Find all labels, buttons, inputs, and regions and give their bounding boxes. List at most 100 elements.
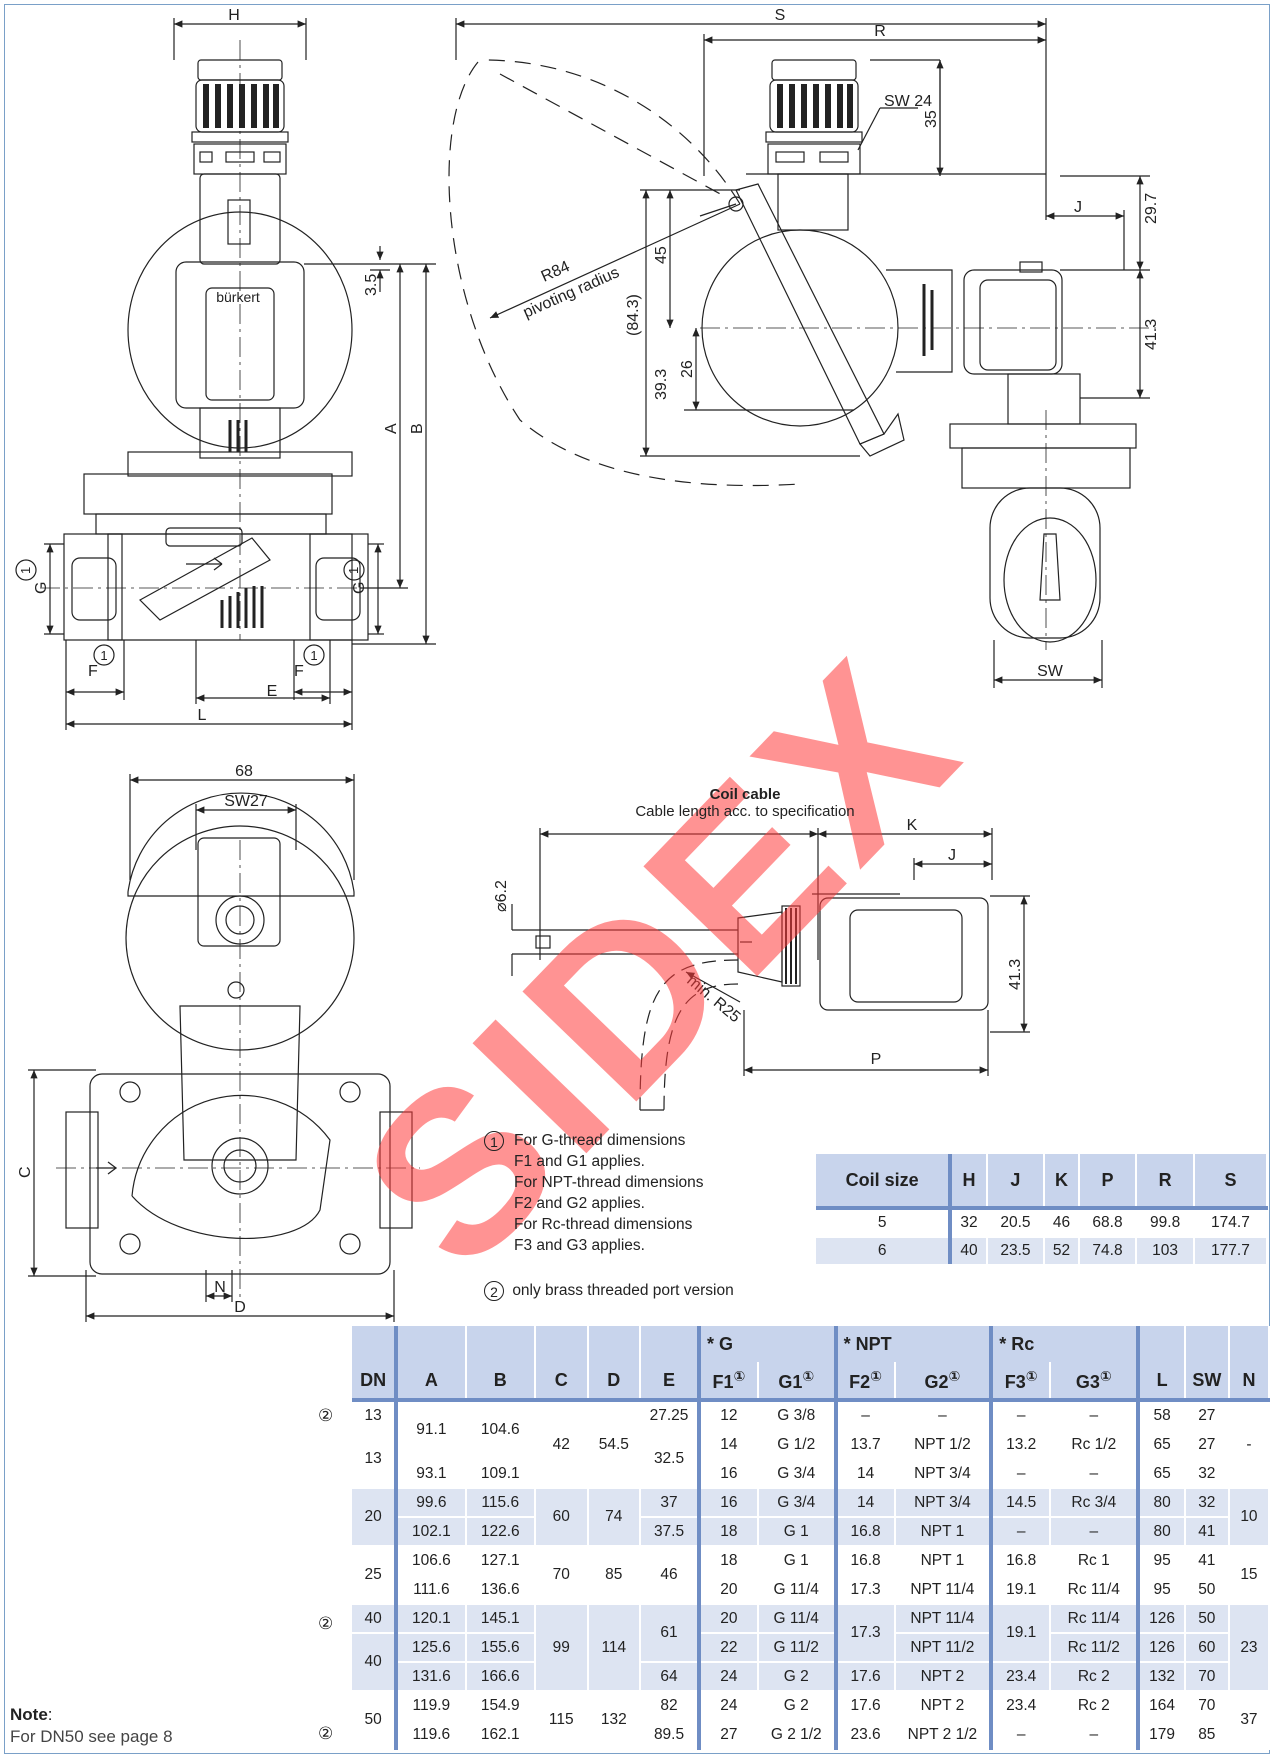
label-G-left: G bbox=[33, 582, 50, 594]
cell: 109.1 bbox=[465, 1459, 536, 1489]
cell: 119.9 bbox=[396, 1691, 467, 1721]
cell: G 11/4 bbox=[757, 1575, 838, 1605]
cell: 14 bbox=[835, 1459, 896, 1489]
cell: G 11/4 bbox=[757, 1604, 838, 1634]
cell: 74 bbox=[587, 1488, 642, 1547]
cell: 32 bbox=[1184, 1459, 1230, 1489]
footnote-1-line: F1 and G1 applies. bbox=[514, 1153, 645, 1170]
cell: 70 bbox=[1184, 1662, 1230, 1692]
cell: – bbox=[1050, 1720, 1141, 1750]
cell: 179 bbox=[1138, 1720, 1186, 1750]
col-header-text: F3 bbox=[1004, 1371, 1026, 1392]
cell: 85 bbox=[1184, 1720, 1230, 1750]
cell: 106.6 bbox=[396, 1546, 467, 1576]
group-header-npt: * NPT bbox=[835, 1326, 994, 1362]
cell: 14 bbox=[835, 1488, 896, 1518]
cell: NPT 1 bbox=[894, 1517, 994, 1547]
cell: 14 bbox=[698, 1430, 759, 1460]
marker-1-G-left: 1 bbox=[18, 567, 33, 574]
coil-header: P bbox=[1078, 1154, 1138, 1208]
cell: – bbox=[835, 1400, 896, 1431]
coil-cable-title: Coil cable bbox=[709, 786, 781, 803]
cell: 41 bbox=[1184, 1517, 1230, 1547]
cell: 52 bbox=[1044, 1236, 1080, 1264]
col-header: G2① bbox=[894, 1362, 994, 1402]
col-header: N bbox=[1228, 1362, 1271, 1402]
label-dia-6-2: ⌀6.2 bbox=[493, 880, 510, 912]
cell: 132 bbox=[587, 1691, 642, 1750]
label-P: P bbox=[871, 1051, 882, 1068]
brand-logo-text: bürkert bbox=[216, 289, 260, 305]
label-J-top: J bbox=[1074, 199, 1082, 216]
cell: 46 bbox=[640, 1546, 701, 1605]
col-header: G1① bbox=[757, 1362, 838, 1402]
cell: 5 bbox=[816, 1206, 953, 1237]
cell: 32 bbox=[1184, 1488, 1230, 1518]
cell: Rc 1/2 bbox=[1050, 1430, 1141, 1460]
cell: 19.1 bbox=[991, 1575, 1052, 1605]
cell-dn: 20 bbox=[352, 1488, 399, 1547]
cell: 58 bbox=[1138, 1400, 1186, 1431]
label-R: R bbox=[874, 23, 886, 40]
cell: G 2 bbox=[757, 1691, 838, 1721]
cell: - bbox=[1228, 1400, 1271, 1489]
cell: G 2 bbox=[757, 1662, 838, 1692]
note-label: Note bbox=[10, 1705, 48, 1724]
cell: 37 bbox=[640, 1488, 701, 1518]
footnote-mark: ① bbox=[733, 1367, 746, 1384]
cell: 42 bbox=[534, 1400, 589, 1489]
cell: NPT 3/4 bbox=[894, 1459, 994, 1489]
cell: 99 bbox=[534, 1604, 589, 1692]
cell: – bbox=[991, 1400, 1052, 1431]
cell: 41 bbox=[1184, 1546, 1230, 1576]
cell: 61 bbox=[640, 1604, 701, 1663]
cell: 16.8 bbox=[835, 1546, 896, 1576]
cell: 95 bbox=[1138, 1575, 1186, 1605]
cell: 27 bbox=[1184, 1430, 1230, 1460]
label-N: N bbox=[214, 1279, 226, 1296]
cell: 95 bbox=[1138, 1546, 1186, 1576]
cell: – bbox=[1050, 1400, 1141, 1431]
col-header: A bbox=[396, 1362, 467, 1402]
coil-header: J bbox=[986, 1154, 1046, 1208]
cell: 23 bbox=[1228, 1604, 1271, 1692]
cell: 80 bbox=[1138, 1517, 1186, 1547]
note-colon: : bbox=[47, 1705, 53, 1724]
cell: G 3/4 bbox=[757, 1459, 838, 1489]
cell: G 1/2 bbox=[757, 1430, 838, 1460]
cell: – bbox=[991, 1517, 1052, 1547]
cell: 13.2 bbox=[991, 1430, 1052, 1460]
cell: 119.6 bbox=[396, 1720, 467, 1750]
footnote-mark: ① bbox=[870, 1367, 883, 1384]
cell: 60 bbox=[534, 1488, 589, 1547]
footnote-1-line: For Rc-thread dimensions bbox=[514, 1216, 693, 1233]
label-H: H bbox=[228, 7, 240, 24]
cell: 74.8 bbox=[1078, 1236, 1138, 1264]
footnote-1: 1 For G-thread dimensions F1 and G1 appl… bbox=[484, 1130, 704, 1256]
note: Note: For DN50 see page 8 bbox=[10, 1704, 173, 1748]
label-45: 45 bbox=[653, 246, 670, 264]
row-marker: ② bbox=[318, 1614, 334, 1633]
cell: 20 bbox=[698, 1604, 759, 1634]
footnote-1-line: For G-thread dimensions bbox=[514, 1132, 686, 1149]
cell: 6 bbox=[816, 1236, 953, 1264]
cell: – bbox=[1050, 1459, 1141, 1489]
row-marker: ② bbox=[318, 1406, 334, 1425]
cell: 54.5 bbox=[587, 1400, 642, 1489]
top-view bbox=[28, 774, 420, 1322]
cell: G 11/2 bbox=[757, 1633, 838, 1663]
col-header: DN bbox=[352, 1362, 399, 1402]
col-header-text: G3 bbox=[1075, 1371, 1100, 1392]
cell: 132 bbox=[1138, 1662, 1186, 1692]
cell: 13.7 bbox=[835, 1430, 896, 1460]
cell: 114 bbox=[587, 1604, 642, 1692]
cell: 177.7 bbox=[1193, 1236, 1269, 1264]
cell: NPT 3/4 bbox=[894, 1488, 994, 1518]
cell: 50 bbox=[1184, 1575, 1230, 1605]
cell: 82 bbox=[640, 1691, 701, 1721]
